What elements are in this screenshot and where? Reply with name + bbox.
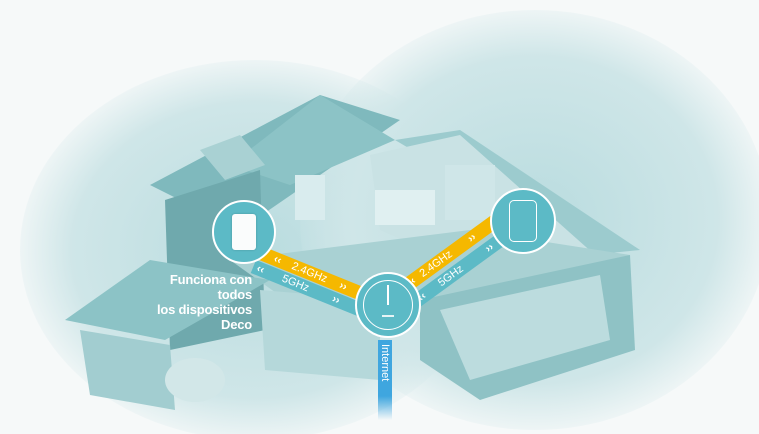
chevron-right-icon: ›› [337,279,349,294]
internet-label: Internet [379,344,391,382]
deco-node-right [490,188,556,254]
internet-uplink: Internet [378,340,392,420]
deco-node-center [355,272,421,338]
router-device-icon [363,280,413,330]
compatibility-label: Funciona con todos los dispositivos Deco [140,272,252,332]
label-line: todos [217,287,253,302]
chevron-right-icon: ›› [330,292,342,307]
chevron-left-icon: ‹‹ [271,252,284,267]
chevron-left-icon: ‹‹ [254,262,267,277]
deco-node-left [212,200,276,264]
tower-device-icon [509,200,537,242]
label-line: los dispositivos [156,302,252,317]
label-line: Deco [221,317,252,332]
label-line: Funciona con [169,272,252,287]
wall-plug-device-icon [232,214,256,250]
